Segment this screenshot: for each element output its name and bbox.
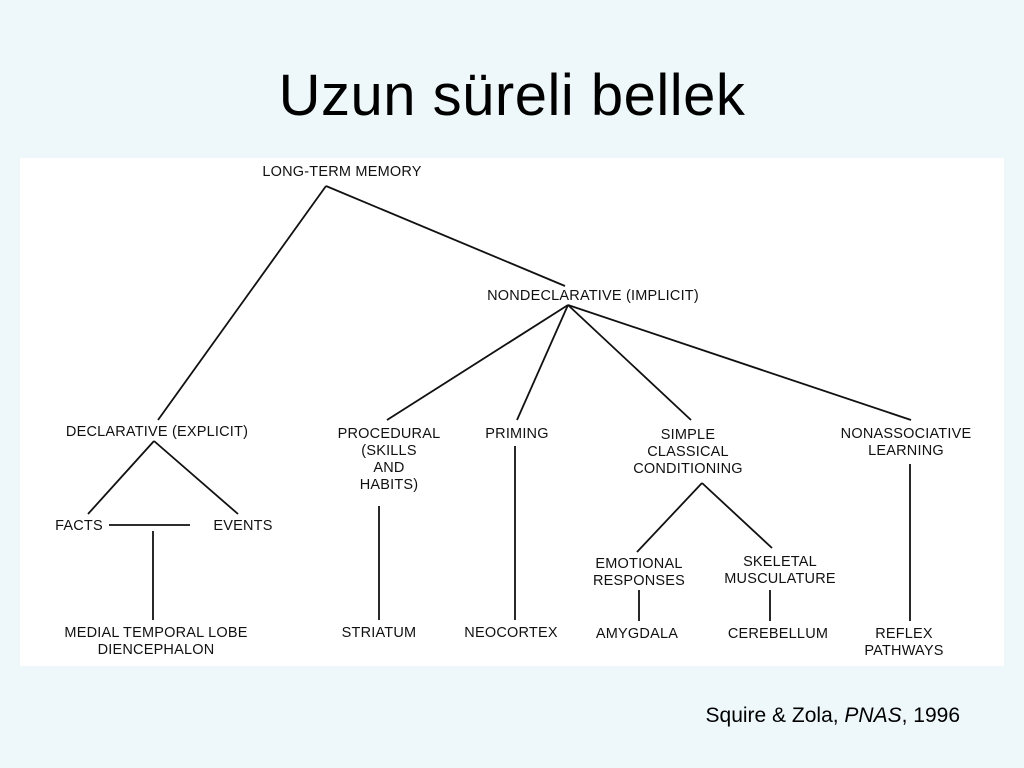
node-declarative: DECLARATIVE (EXPLICIT) [66, 424, 248, 441]
node-label-line: LEARNING [868, 443, 944, 459]
node-facts: FACTS [55, 518, 103, 535]
node-events: EVENTS [213, 518, 272, 535]
node-cerebellum: CEREBELLUM [728, 626, 828, 643]
node-label-line: CONDITIONING [633, 461, 743, 477]
node-label-line: NONASSOCIATIVE [840, 426, 972, 442]
connector-ltm-to-declarative [157, 185, 327, 421]
node-label-line: DIENCEPHALON [97, 642, 215, 658]
node-label-line: AND [373, 460, 405, 476]
connector-nondecl-to-procedural [386, 304, 569, 421]
node-label-line: RESPONSES [592, 573, 686, 589]
node-label-line: PRIMING [485, 426, 549, 442]
node-label-line: NONDECLARATIVE (IMPLICIT) [487, 288, 699, 304]
diagram-connectors [87, 185, 912, 621]
citation-year: , 1996 [901, 704, 960, 727]
node-label-line: PROCEDURAL [337, 426, 441, 442]
node-label-line: NEOCORTEX [464, 625, 558, 641]
node-neocortex: NEOCORTEX [464, 625, 557, 642]
node-label-line: SKELETAL [743, 554, 817, 570]
node-label-line: SIMPLE [660, 427, 716, 443]
connector-nondecl-to-priming [516, 304, 569, 421]
node-label-line: MUSCULATURE [724, 571, 836, 587]
slide-title: Uzun süreli bellek [278, 63, 746, 128]
citation-journal: PNAS [844, 704, 902, 727]
node-amygdala: AMYGDALA [596, 626, 678, 643]
node-label-line: DECLARATIVE (EXPLICIT) [65, 424, 249, 440]
connector-declarative-to-facts [87, 440, 155, 515]
connector-nondecl-to-conditioning [567, 304, 692, 421]
node-striatum: STRIATUM [342, 625, 417, 642]
node-label-line: REFLEX [875, 626, 933, 642]
connector-ltm-to-nondeclarative [325, 185, 566, 287]
node-nondeclarative: NONDECLARATIVE (IMPLICIT) [487, 288, 699, 305]
node-label-line: CEREBELLUM [727, 626, 829, 642]
connector-conditioning-to-skeletal [701, 482, 773, 549]
node-label-line: CLASSICAL [647, 444, 729, 460]
node-label-line: PATHWAYS [864, 643, 944, 659]
node-label-line: MEDIAL TEMPORAL LOBE [64, 625, 248, 641]
node-priming: PRIMING [485, 426, 548, 443]
node-long-term-memory: LONG-TERM MEMORY [262, 164, 421, 181]
memory-taxonomy-diagram: LONG-TERM MEMORY NONDECLARATIVE (IMPLICI… [20, 158, 1004, 666]
node-label-line: STRIATUM [341, 625, 417, 641]
node-label-line: HABITS) [359, 477, 419, 493]
connector-nondecl-to-nonassociative [567, 304, 912, 421]
node-label-line: EMOTIONAL [595, 556, 683, 572]
citation-authors: Squire & Zola, [705, 704, 845, 727]
node-label-line: (SKILLS [361, 443, 417, 459]
node-label-line: AMYGDALA [595, 626, 679, 642]
node-label-line: EVENTS [213, 518, 273, 534]
node-label-line: FACTS [55, 518, 103, 534]
citation: Squire & Zola, PNAS, 1996 [706, 704, 960, 728]
connector-declarative-to-events [153, 440, 239, 515]
connector-conditioning-to-emotional [636, 482, 703, 553]
node-label-line: LONG-TERM MEMORY [262, 164, 422, 180]
